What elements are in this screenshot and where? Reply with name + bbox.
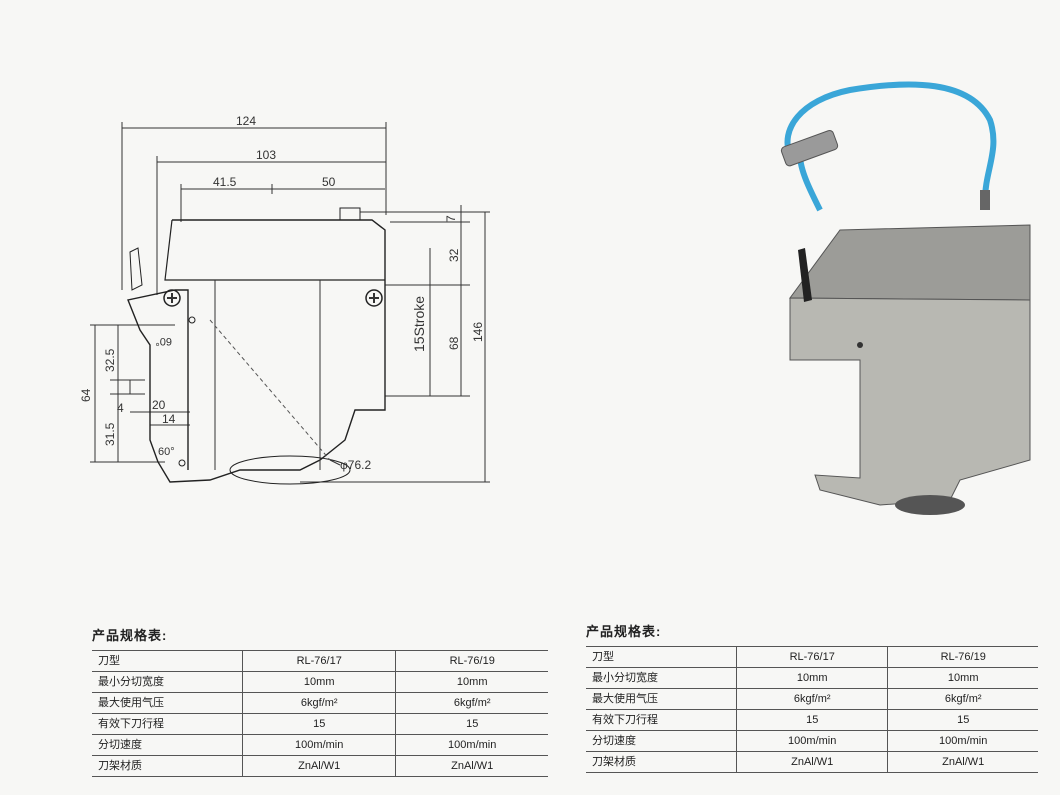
row-value-2: 10mm — [395, 671, 548, 693]
row-label: 分切速度 — [586, 730, 737, 752]
row-value-2: 15 — [887, 709, 1038, 731]
table-row: 刀架材质 ZnAl/W1 ZnAl/W1 — [586, 751, 1038, 773]
row-value-1: ZnAl/W1 — [241, 755, 396, 777]
row-value-2: ZnAl/W1 — [395, 755, 548, 777]
dim-angle-top: 60° — [155, 335, 172, 347]
row-label: 最大使用气压 — [92, 692, 243, 714]
dim-14: 14 — [162, 412, 176, 426]
product-photo — [780, 81, 1031, 515]
row-label: 刀架材质 — [586, 751, 737, 773]
dim-146: 146 — [471, 322, 485, 342]
row-label: 最大使用气压 — [586, 688, 737, 710]
row-value-2: RL-76/19 — [395, 650, 548, 672]
row-value-2: 10mm — [887, 667, 1038, 689]
table-row: 最大使用气压 6kgf/m² 6kgf/m² — [586, 688, 1038, 710]
row-value-1: 15 — [241, 713, 396, 735]
row-value-1: 10mm — [241, 671, 396, 693]
table-row: 分切速度 100m/min 100m/min — [92, 734, 548, 756]
dim-20: 20 — [152, 398, 166, 412]
dim-4: 4 — [117, 401, 124, 415]
table-row: 最大使用气压 6kgf/m² 6kgf/m² — [92, 692, 548, 714]
row-value-1: 6kgf/m² — [241, 692, 396, 714]
technical-drawing: 124 103 41.5 50 7 32 15Stroke 68 146 64 … — [79, 114, 490, 485]
dim-31-5: 31.5 — [103, 422, 117, 446]
spec-table-left: 产品规格表: 刀型 RL-76/17 RL-76/19 最小分切宽度 10mm … — [92, 625, 548, 777]
table-row: 刀型 RL-76/17 RL-76/19 — [586, 646, 1038, 668]
row-value-2: 100m/min — [887, 730, 1038, 752]
row-value-1: ZnAl/W1 — [735, 751, 888, 773]
dim-68: 68 — [447, 336, 461, 350]
table-row: 刀型 RL-76/17 RL-76/19 — [92, 650, 548, 672]
dim-phi: φ76.2 — [340, 458, 371, 472]
row-label: 刀型 — [92, 650, 243, 672]
dim-64: 64 — [79, 388, 93, 402]
dim-angle-bottom: 60° — [158, 446, 175, 458]
row-value-2: 6kgf/m² — [887, 688, 1038, 710]
row-value-1: 15 — [735, 709, 888, 731]
row-label: 分切速度 — [92, 734, 243, 756]
row-value-1: 10mm — [735, 667, 888, 689]
row-label: 刀架材质 — [92, 755, 243, 777]
table-row: 分切速度 100m/min 100m/min — [586, 730, 1038, 752]
row-value-1: 100m/min — [241, 734, 396, 756]
spec-heading: 产品规格表: — [92, 628, 168, 643]
row-value-2: 6kgf/m² — [395, 692, 548, 714]
row-value-2: ZnAl/W1 — [887, 751, 1038, 773]
row-label: 有效下刀行程 — [92, 713, 243, 735]
spec-table-right: 产品规格表: 刀型 RL-76/17 RL-76/19 最小分切宽度 10mm … — [586, 621, 1038, 773]
table-row: 最小分切宽度 10mm 10mm — [586, 667, 1038, 689]
dim-41-5: 41.5 — [213, 175, 237, 189]
row-value-1: 6kgf/m² — [735, 688, 888, 710]
dim-32-5: 32.5 — [103, 348, 117, 372]
dim-stroke: 15Stroke — [411, 296, 427, 352]
row-value-2: RL-76/19 — [887, 646, 1038, 668]
spec-heading: 产品规格表: — [586, 624, 662, 639]
dim-32: 32 — [447, 248, 461, 262]
row-value-1: 100m/min — [735, 730, 888, 752]
table-row: 刀架材质 ZnAl/W1 ZnAl/W1 — [92, 755, 548, 777]
row-label: 最小分切宽度 — [586, 667, 737, 689]
spec-table: 刀型 RL-76/17 RL-76/19 最小分切宽度 10mm 10mm 最大… — [92, 650, 548, 777]
dim-103: 103 — [256, 148, 276, 162]
row-value-1: RL-76/17 — [241, 650, 396, 672]
spec-table: 刀型 RL-76/17 RL-76/19 最小分切宽度 10mm 10mm 最大… — [586, 646, 1038, 773]
row-label: 最小分切宽度 — [92, 671, 243, 693]
row-label: 刀型 — [586, 646, 737, 668]
row-value-2: 15 — [395, 713, 548, 735]
dim-50: 50 — [322, 175, 336, 189]
row-value-1: RL-76/17 — [735, 646, 888, 668]
table-row: 最小分切宽度 10mm 10mm — [92, 671, 548, 693]
table-row: 有效下刀行程 15 15 — [92, 713, 548, 735]
table-row: 有效下刀行程 15 15 — [586, 709, 1038, 731]
row-label: 有效下刀行程 — [586, 709, 737, 731]
row-value-2: 100m/min — [395, 734, 548, 756]
dim-124: 124 — [236, 114, 256, 128]
dim-7: 7 — [444, 215, 458, 222]
